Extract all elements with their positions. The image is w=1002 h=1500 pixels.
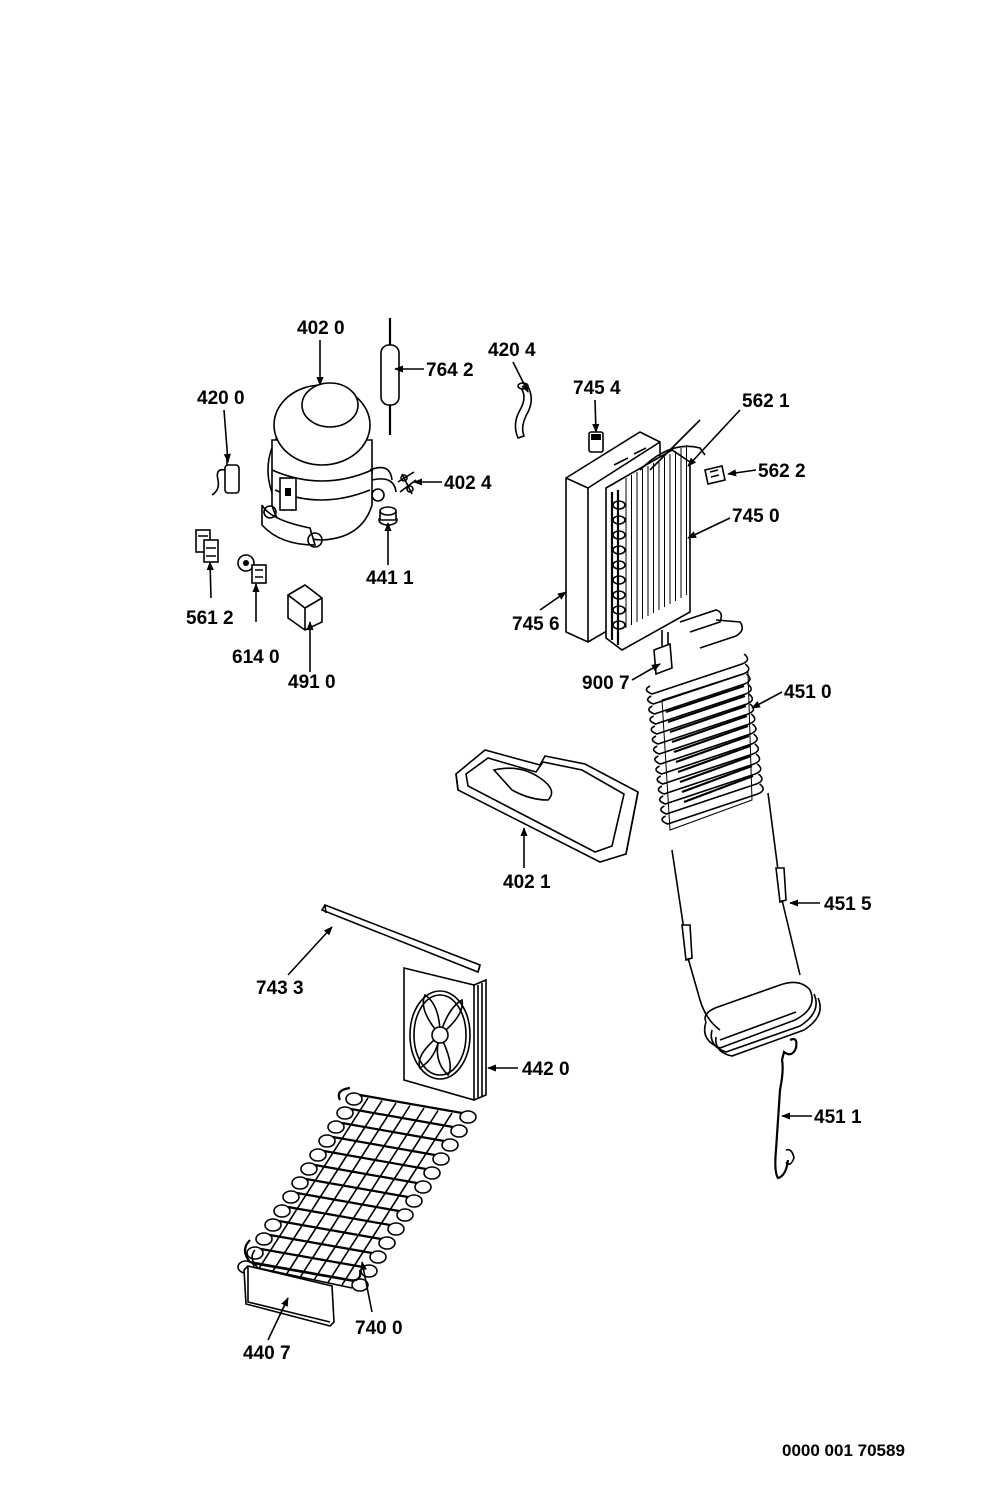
document-number: 0000 001 70589 bbox=[782, 1441, 905, 1460]
dryer-filter-drawing bbox=[380, 318, 400, 435]
label-evaporator-cover: 745 6 bbox=[512, 614, 560, 635]
condenser-fan-drawing bbox=[403, 966, 487, 1101]
label-drain-heater: 451 5 bbox=[824, 894, 872, 915]
label-compressor: 402 0 bbox=[297, 318, 345, 339]
evaporator-drawing bbox=[605, 419, 706, 651]
heater-clip-drawing bbox=[704, 465, 726, 485]
sealing-strip-drawing bbox=[320, 904, 481, 974]
label-condenser-foam: 440 7 bbox=[243, 1343, 291, 1364]
mounting-kit-drawing bbox=[397, 471, 417, 495]
label-sealing-strip: 743 3 bbox=[256, 978, 304, 999]
label-heater-wire: 451 1 bbox=[814, 1107, 862, 1128]
label-condenser: 740 0 bbox=[355, 1318, 403, 1339]
label-sensor-clip: 745 4 bbox=[573, 378, 621, 399]
condenser-drawing bbox=[237, 1086, 477, 1292]
condenser-foam-drawing bbox=[243, 1265, 335, 1327]
label-drip-tray: 402 1 bbox=[503, 872, 551, 893]
capillary-tube-drawing bbox=[514, 382, 533, 439]
label-start-capacitor: 420 0 bbox=[197, 388, 245, 409]
leader-arrows bbox=[206, 340, 820, 1341]
overload-protector-drawing bbox=[237, 554, 267, 584]
label-evaporator: 745 0 bbox=[732, 506, 780, 527]
label-relay-cover: 491 0 bbox=[288, 672, 336, 693]
part-labels: 402 0 764 2 420 4 420 0 402 4 441 1 561 … bbox=[186, 318, 872, 1364]
label-mounting-kit: 402 4 bbox=[444, 473, 492, 494]
grommet-drawing bbox=[378, 506, 398, 526]
label-thermal-fuse: 900 7 bbox=[582, 673, 630, 694]
label-evaporator-tube: 562 1 bbox=[742, 391, 790, 412]
start-relay-drawing bbox=[195, 529, 219, 563]
label-heater-clip: 562 2 bbox=[758, 461, 806, 482]
start-capacitor-drawing bbox=[211, 458, 240, 496]
sensor-clip-drawing bbox=[588, 431, 604, 453]
label-defrost-heater: 451 0 bbox=[784, 682, 832, 703]
thermal-fuse-drawing bbox=[653, 630, 673, 676]
relay-cover-drawing bbox=[287, 584, 323, 631]
compressor-drawing bbox=[261, 382, 397, 548]
label-start-relay: 561 2 bbox=[186, 608, 234, 629]
label-capillary-tube: 420 4 bbox=[488, 340, 536, 361]
heater-wire-drawing bbox=[774, 1037, 798, 1180]
label-condenser-fan: 442 0 bbox=[522, 1059, 570, 1080]
drain-heater-drawing bbox=[671, 792, 821, 1057]
drip-tray-drawing bbox=[455, 749, 639, 863]
label-dryer-filter: 764 2 bbox=[426, 360, 474, 381]
label-grommet: 441 1 bbox=[366, 568, 414, 589]
label-overload-protector: 614 0 bbox=[232, 647, 280, 668]
defrost-heater-drawing bbox=[645, 609, 764, 831]
